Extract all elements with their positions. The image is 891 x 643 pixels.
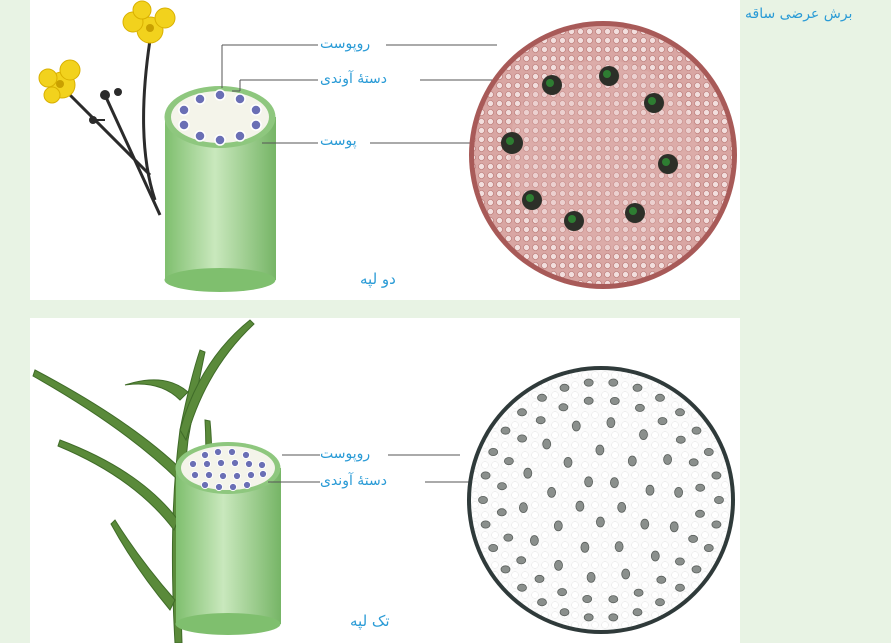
vascular-bundle (535, 575, 544, 582)
vascular-bundle (656, 394, 665, 401)
vascular-bundle (554, 521, 562, 531)
dicot-cross-section (469, 21, 737, 289)
vascular-bundle (615, 542, 623, 552)
vascular-bundle (584, 397, 593, 404)
vascular-bundle (564, 457, 572, 467)
vascular-bundle (704, 544, 713, 551)
vascular-bundle (518, 584, 527, 591)
vascular-bundle (498, 483, 507, 490)
vascular-bundle (581, 542, 589, 552)
vascular-bundle (696, 484, 705, 491)
vascular-bundle (704, 448, 713, 455)
vascular-bundle (504, 458, 513, 465)
vascular-bundle (519, 503, 527, 513)
vascular-bundle (657, 576, 666, 583)
vascular-bundle (651, 551, 659, 561)
vascular-bundle (517, 557, 526, 564)
vascular-bundle (609, 614, 618, 621)
vascular-bundle (558, 589, 567, 596)
vascular-bundle (609, 596, 618, 603)
vascular-bundle (712, 521, 721, 528)
vascular-bundle (715, 496, 724, 503)
vascular-bundle (489, 448, 498, 455)
vascular-bundle (696, 510, 705, 517)
vascular-bundle (481, 521, 490, 528)
vascular-bundle (538, 394, 547, 401)
dicot-cortex-label: پوست (320, 133, 357, 149)
vascular-bundle (689, 459, 698, 466)
vascular-bundle (675, 487, 683, 497)
dicot-plant-illustration (39, 1, 175, 215)
vascular-bundle (634, 589, 643, 596)
vascular-bundle (610, 478, 618, 488)
vascular-bundle (692, 427, 701, 434)
vascular-bundle (596, 517, 604, 527)
vascular-bundle (670, 522, 678, 532)
vascular-bundle (479, 496, 488, 503)
monocot-epidermis-label: روپوست (320, 446, 370, 462)
vascular-bundle (538, 599, 547, 606)
vascular-bundle (676, 436, 685, 443)
vascular-bundle (501, 427, 510, 434)
monocot-type-label: تک لپه (350, 612, 390, 630)
vascular-bundle (676, 584, 685, 591)
vascular-bundle (656, 599, 665, 606)
vascular-bundle (518, 435, 527, 442)
vascular-bundle (596, 445, 604, 455)
vascular-bundle (543, 439, 551, 449)
vascular-bundle (712, 472, 721, 479)
vascular-bundle (518, 409, 527, 416)
vascular-bundle (633, 609, 642, 616)
vascular-bundle (618, 502, 626, 512)
vascular-bundle (572, 421, 580, 431)
vascular-bundle (676, 409, 685, 416)
dicot-stem-cylinder (165, 86, 277, 292)
vascular-bundle (559, 404, 568, 411)
dicot-type-label: دو لپه (360, 270, 396, 288)
vascular-bundle (489, 544, 498, 551)
vascular-bundle (501, 566, 510, 573)
vascular-bundle (530, 536, 538, 546)
vascular-bundle (633, 384, 642, 391)
vascular-bundle (560, 609, 569, 616)
vascular-bundle (504, 534, 513, 541)
vascular-bundle (497, 509, 506, 516)
vascular-bundle (622, 569, 630, 579)
monocot-stem-cylinder (176, 442, 282, 635)
dicot-epidermis-label: روپوست (320, 36, 370, 52)
vascular-bundle (692, 566, 701, 573)
vascular-bundle (675, 558, 684, 565)
vascular-bundle (555, 560, 563, 570)
vascular-bundle (641, 519, 649, 529)
vascular-bundle (587, 572, 595, 582)
vascular-bundle (584, 379, 593, 386)
dicot-vascular-bundle-label: دستهٔ آوندی (320, 71, 387, 87)
vascular-bundle (609, 379, 618, 386)
monocot-vascular-bundle-label: دستهٔ آوندی (320, 473, 387, 489)
vascular-bundle (610, 397, 619, 404)
vascular-bundle (607, 418, 615, 428)
vascular-bundle (548, 487, 556, 497)
vascular-bundle (576, 501, 584, 511)
vascular-bundle (689, 535, 698, 542)
vascular-bundle (536, 417, 545, 424)
vascular-bundle (635, 404, 644, 411)
vascular-bundle (646, 485, 654, 495)
vascular-bundle (628, 456, 636, 466)
vascular-bundle (664, 455, 672, 465)
vascular-bundle (584, 614, 593, 621)
vascular-bundle (583, 595, 592, 602)
vascular-bundle (585, 477, 593, 487)
vascular-bundle (640, 430, 648, 440)
monocot-cross-section (467, 366, 735, 634)
vascular-bundle (658, 418, 667, 425)
vascular-bundle (524, 468, 532, 478)
vascular-bundle (481, 472, 490, 479)
vascular-bundle (560, 384, 569, 391)
